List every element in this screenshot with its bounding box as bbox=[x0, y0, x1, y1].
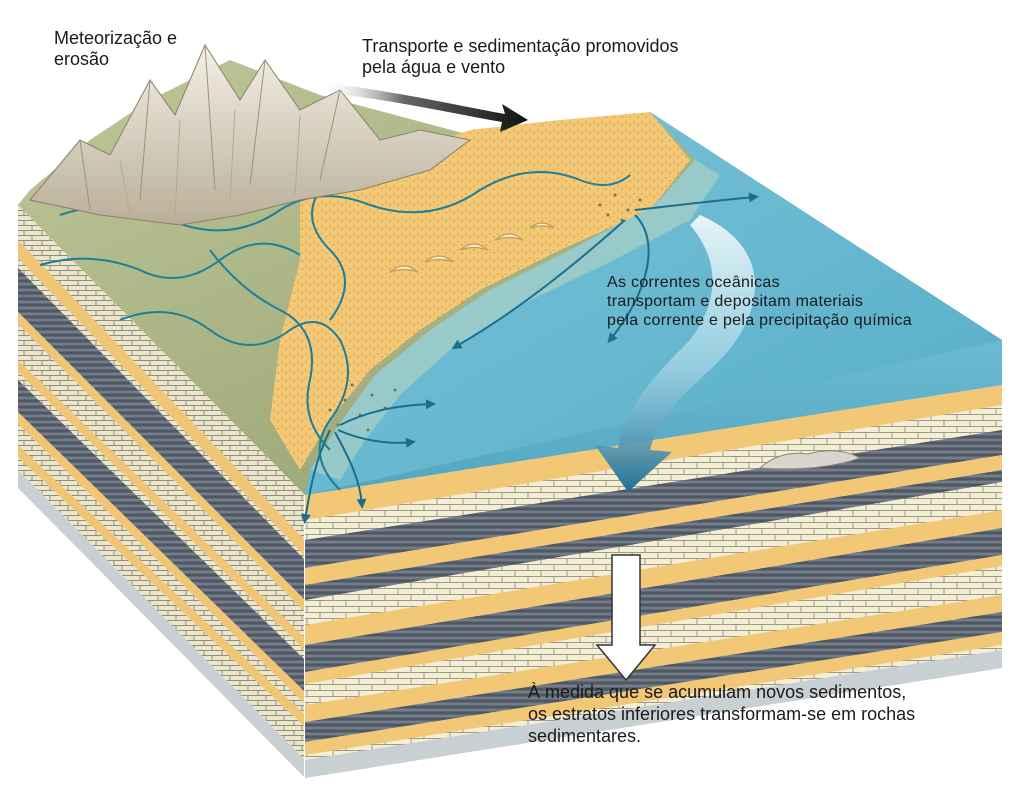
settling-arrow bbox=[595, 215, 755, 492]
burial-label: À medida que se acumulam novos sedimento… bbox=[528, 682, 916, 746]
ocean-currents-label: As correntes oceânicas transportam e dep… bbox=[607, 274, 912, 329]
transport-arrow bbox=[320, 82, 528, 132]
burial-arrow bbox=[595, 554, 657, 682]
transport-label: Transporte e sedimentação promovidos pel… bbox=[362, 36, 679, 77]
weathering-label: Meteorização e erosão bbox=[54, 28, 178, 69]
mountains bbox=[29, 43, 472, 226]
top-surface bbox=[18, 43, 1002, 495]
front-strata-face bbox=[305, 385, 1002, 778]
current-arrows bbox=[301, 192, 759, 524]
left-strata-face bbox=[18, 205, 306, 778]
